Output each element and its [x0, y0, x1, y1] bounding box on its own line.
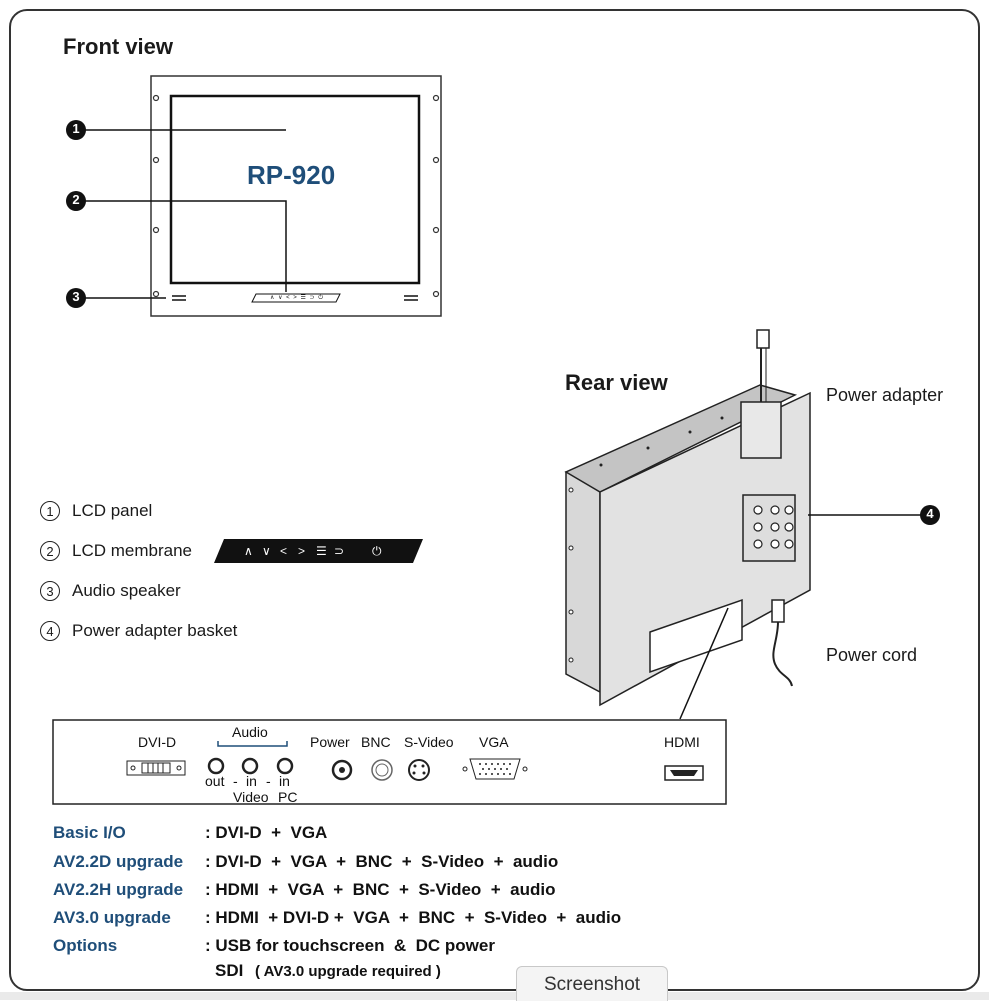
audio-dash-2: -	[266, 773, 271, 789]
front-membrane-strip	[251, 293, 341, 303]
spec-options-sdi: SDI	[215, 961, 244, 980]
spec-key-basic-io: Basic I/O	[53, 823, 126, 842]
membrane-buttons: ∧ ∨ < > ☰ ⊃ ⏻	[244, 544, 390, 559]
pc-label: PC	[278, 789, 298, 805]
legend-item-lcd-membrane: 2 LCD membrane	[40, 541, 192, 561]
rear-back-panel	[599, 391, 811, 707]
rear-view-heading: Rear view	[565, 370, 668, 395]
dvi-label: DVI-D	[138, 734, 177, 750]
return-icon: ⊃	[334, 544, 345, 558]
legend-item-audio-speaker: 3 Audio speaker	[40, 581, 181, 601]
chevron-down-icon: ∨	[262, 544, 271, 558]
legend-item-power-adapter-basket: 4 Power adapter basket	[40, 621, 237, 641]
audio-in-pc-label: in	[279, 773, 290, 789]
power-adapter-label: Power adapter	[826, 385, 944, 405]
model-name: RP-920	[247, 160, 336, 190]
audio-out-label: out	[205, 773, 225, 789]
screenshot-tab[interactable]: Screenshot	[516, 966, 668, 1001]
menu-icon: ☰	[316, 544, 327, 558]
rear-side-holes	[568, 487, 574, 663]
spec-options-sdi-note: ( AV3.0 upgrade required )	[255, 963, 441, 980]
legend-label: LCD panel	[72, 501, 153, 520]
chevron-right-icon: >	[298, 544, 306, 558]
power-icon: ⏻	[372, 544, 382, 558]
legend-item-lcd-panel: 1 LCD panel	[40, 501, 152, 521]
spec-key-av30: AV3.0 upgrade	[53, 908, 171, 927]
power-port-label: Power	[310, 734, 350, 750]
legend-label: LCD membrane	[72, 541, 192, 560]
svideo-port-icon	[408, 759, 430, 781]
audio-jack-icons	[207, 757, 294, 775]
spec-value-av22d: : DVI-D + VGA + BNC + S-Video + audio	[205, 852, 559, 871]
rear-power-plug	[771, 599, 785, 623]
callout-2-badge	[66, 191, 86, 211]
audio-label: Audio	[232, 724, 268, 740]
video-label: Video	[233, 789, 269, 805]
audio-in-video-label: in	[246, 773, 257, 789]
spec-value-basic-io: : DVI-D + VGA	[205, 823, 328, 842]
front-screen	[169, 94, 421, 285]
legend-number: 4	[40, 621, 60, 641]
rear-top-dots	[599, 416, 724, 467]
svideo-label: S-Video	[404, 734, 454, 750]
membrane-strip	[214, 539, 423, 563]
rear-top-panel	[564, 384, 798, 493]
legend-number: 3	[40, 581, 60, 601]
spec-key-av22h: AV2.2H upgrade	[53, 880, 184, 899]
front-membrane-buttons: ∧ ∨ < > ☰ ⊃ ⏻	[270, 295, 324, 301]
bnc-label: BNC	[361, 734, 391, 750]
callout-4-number: 4	[926, 506, 934, 521]
front-view-heading: Front view	[63, 34, 174, 59]
callout-3-number: 3	[72, 289, 80, 304]
spec-value-av22h: : HDMI + VGA + BNC + S-Video + audio	[205, 880, 556, 899]
hdmi-label: HDMI	[664, 734, 700, 750]
spec-value-options: : USB for touchscreen & DC power	[205, 936, 495, 955]
legend-label: Audio speaker	[72, 581, 181, 600]
power-cord-label: Power cord	[826, 645, 918, 665]
io-panel	[52, 719, 727, 805]
bottom-strip	[0, 992, 989, 1000]
chevron-up-icon: ∧	[244, 544, 253, 558]
vga-label: VGA	[479, 734, 509, 750]
callout-3-badge	[66, 288, 86, 308]
rear-io-recess	[649, 598, 743, 674]
callout-1-number: 1	[72, 121, 80, 136]
spec-key-av22d: AV2.2D upgrade	[53, 852, 184, 871]
audio-dash-1: -	[233, 773, 238, 789]
callout-1-badge	[66, 120, 86, 140]
front-mounting-holes	[152, 94, 440, 298]
rear-power-adapter	[740, 401, 782, 459]
diagram-drawings	[66, 75, 940, 720]
callout-2-number: 2	[72, 192, 80, 207]
callout-4-badge	[920, 505, 940, 525]
legend-number: 2	[40, 541, 60, 561]
chevron-left-icon: <	[280, 544, 288, 558]
front-speakers	[172, 295, 418, 301]
legend-number: 1	[40, 501, 60, 521]
spec-value-av30: : HDMI + DVI-D + VGA + BNC + S-Video + a…	[205, 908, 622, 927]
legend-label: Power adapter basket	[72, 621, 238, 640]
spec-key-options: Options	[53, 936, 118, 955]
